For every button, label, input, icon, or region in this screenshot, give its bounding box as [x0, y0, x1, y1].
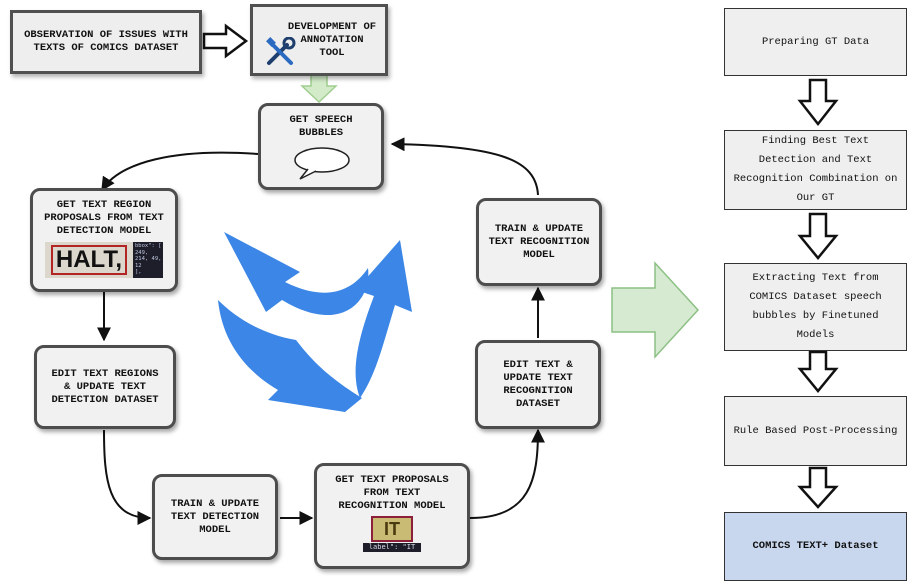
step-finding-best-label: Finding Best Text Detection and Text Rec…	[733, 135, 898, 204]
step-final-dataset-box: COMICS TEXT+ Dataset	[724, 512, 907, 581]
step-post-processing-box: Rule Based Post-Processing	[724, 396, 907, 466]
edit-text-label: EDIT TEXT & UPDATE TEXT RECOGNITION DATA…	[503, 358, 573, 410]
it-sample-image: IT label": "IT	[362, 516, 422, 552]
halt-sample-image: HALT, bbox": [ 249, 214, 49, 12 ],	[45, 242, 163, 278]
step-extracting-text-label: Extracting Text from COMICS Dataset spee…	[749, 272, 882, 341]
annotation-tool-label: DEVELOPMENT OF ANNOTATION TOOL	[287, 20, 377, 59]
step-extracting-text-box: Extracting Text from COMICS Dataset spee…	[724, 263, 907, 351]
connector-recog-to-edittext	[469, 428, 545, 519]
observation-box: OBSERVATION OF ISSUES WITH TEXTS OF COMI…	[10, 10, 202, 74]
recycle-cycle-icon	[218, 232, 412, 412]
hollow-right-arrow-icon	[202, 23, 249, 59]
halt-json: bbox": [ 249, 214, 49, 12 ],	[135, 243, 162, 275]
step-post-processing-label: Rule Based Post-Processing	[733, 424, 898, 437]
recognition-proposals-label: GET TEXT PROPOSALS FROM TEXT RECOGNITION…	[335, 474, 449, 512]
step-finding-best-box: Finding Best Text Detection and Text Rec…	[724, 130, 907, 210]
text-recognition-proposals-box: GET TEXT PROPOSALS FROM TEXT RECOGNITION…	[314, 463, 470, 569]
edit-text-regions-box: EDIT TEXT REGIONS & UPDATE TEXT DETECTIO…	[34, 345, 176, 429]
big-right-arrow	[611, 261, 700, 359]
detection-proposals-label: GET TEXT REGION PROPOSALS FROM TEXT DETE…	[44, 199, 164, 237]
edit-text-box: EDIT TEXT & UPDATE TEXT RECOGNITION DATA…	[475, 340, 601, 429]
connector-trainrecog-to-bubbles	[390, 137, 539, 196]
step-final-dataset-label: COMICS TEXT+ Dataset	[752, 540, 879, 552]
train-recognition-box: TRAIN & UPDATE TEXT RECOGNITION MODEL	[476, 198, 602, 286]
step-preparing-gt-label: Preparing GT Data	[761, 35, 870, 48]
connector-edit-to-train	[103, 429, 152, 525]
hollow-down-arrow-icon	[797, 212, 839, 260]
train-detection-box: TRAIN & UPDATE TEXT DETECTION MODEL	[152, 474, 278, 560]
halt-word-crop: HALT,	[45, 242, 133, 278]
hollow-down-arrow-icon	[797, 350, 839, 393]
hollow-down-arrow-icon	[797, 466, 839, 509]
edit-regions-label: EDIT TEXT REGIONS & UPDATE TEXT DETECTIO…	[51, 367, 159, 406]
halt-word: HALT,	[50, 245, 128, 275]
step-preparing-gt-box: Preparing GT Data	[724, 8, 907, 76]
speech-bubble-icon	[294, 147, 350, 180]
annotation-tool-box: DEVELOPMENT OF ANNOTATION TOOL	[250, 4, 388, 76]
it-word: IT	[383, 518, 400, 539]
it-json: label": "IT	[362, 543, 422, 552]
get-speech-bubbles-box: GET SPEECH BUBBLES	[258, 103, 384, 190]
it-word-crop: IT	[370, 516, 413, 542]
text-detection-proposals-box: GET TEXT REGION PROPOSALS FROM TEXT DETE…	[30, 188, 178, 292]
train-detection-label: TRAIN & UPDATE TEXT DETECTION MODEL	[170, 497, 260, 536]
train-recognition-label: TRAIN & UPDATE TEXT RECOGNITION MODEL	[488, 222, 590, 261]
observation-label: OBSERVATION OF ISSUES WITH TEXTS OF COMI…	[24, 29, 188, 54]
wrench-screwdriver-icon	[266, 37, 296, 65]
speech-bubbles-label: GET SPEECH BUBBLES	[289, 114, 353, 139]
hollow-down-arrow-icon	[797, 78, 839, 127]
connector-bubbles-to-detection	[101, 151, 259, 192]
green-down-arrow	[300, 74, 338, 104]
halt-json-snippet: bbox": [ 249, 214, 49, 12 ],	[133, 242, 163, 278]
